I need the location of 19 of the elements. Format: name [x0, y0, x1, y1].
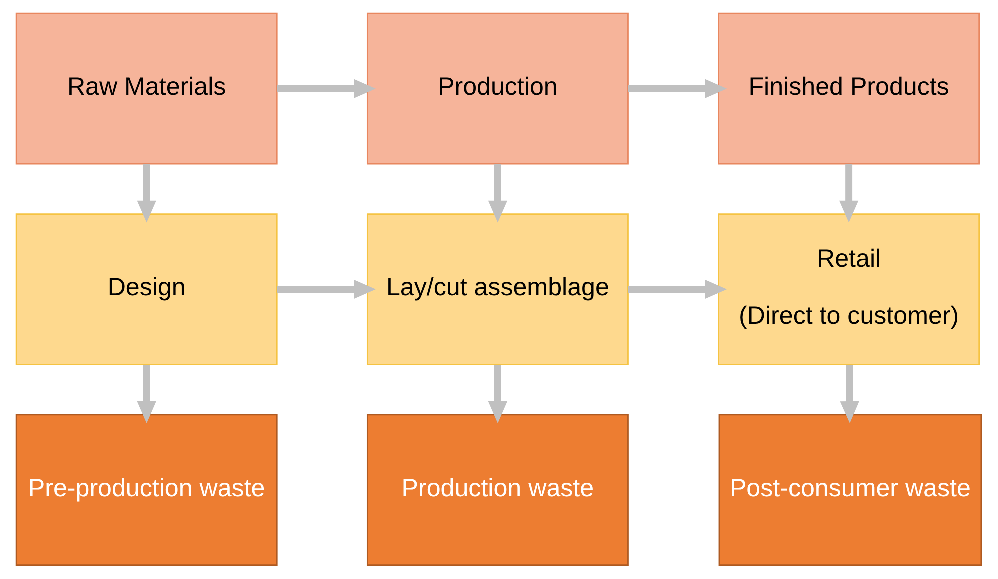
- node-box: Design: [16, 214, 278, 366]
- node-box: Pre-production waste: [16, 414, 278, 566]
- arrow: [839, 164, 859, 223]
- node-box: Production: [366, 12, 629, 165]
- arrow: [488, 164, 508, 223]
- node-box: Retail (Direct to customer): [718, 214, 980, 366]
- arrow: [137, 164, 156, 223]
- arrow: [277, 79, 376, 98]
- arrow: [628, 79, 728, 98]
- arrow: [277, 280, 376, 300]
- arrow: [628, 280, 728, 300]
- node-box: Finished Products: [718, 12, 980, 165]
- arrow: [488, 365, 508, 424]
- node-box: Post-consumer waste: [718, 414, 982, 566]
- node-box: Production waste: [366, 414, 629, 566]
- arrow: [840, 365, 860, 424]
- arrow: [137, 365, 156, 424]
- node-box: Lay/cut assemblage: [366, 214, 629, 366]
- node-box: Raw Materials: [16, 12, 278, 165]
